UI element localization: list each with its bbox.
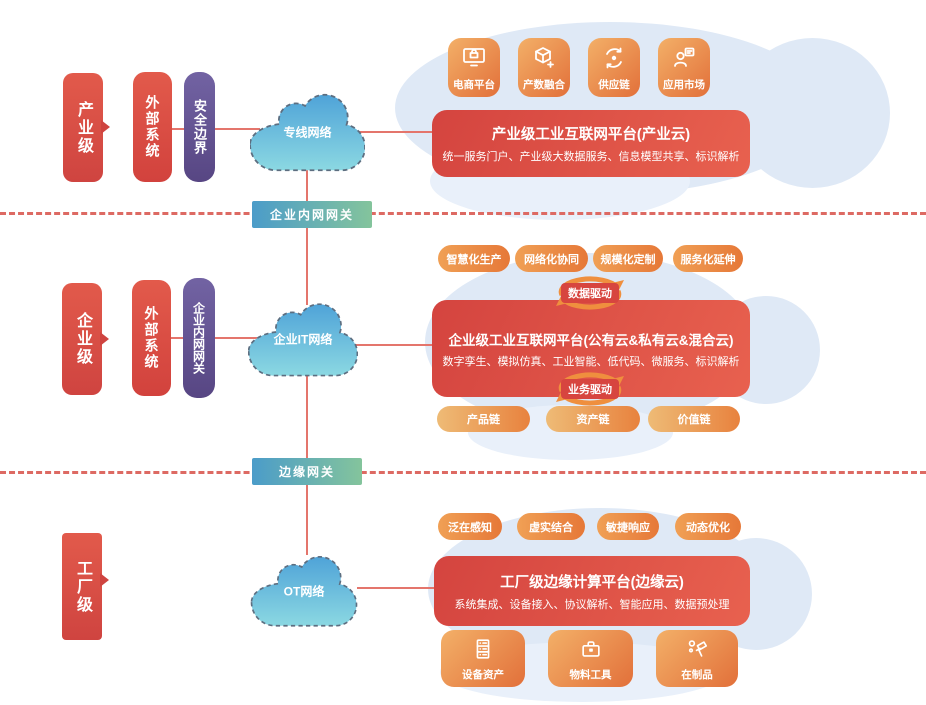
- connector-line: [306, 485, 308, 555]
- gateway-label: 企业内网网关: [269, 208, 354, 222]
- tile-label: 产数融合: [523, 79, 565, 91]
- level-label-text: 企业级: [74, 312, 91, 366]
- network-label: OT网络: [283, 584, 325, 599]
- tile-label: 物料工具: [569, 669, 612, 681]
- pill-label: 智慧化生产: [446, 253, 502, 266]
- edge-boundary-divider: [0, 471, 926, 474]
- connector-line: [352, 344, 432, 346]
- pill-product-chain: 产品链: [437, 406, 530, 432]
- platform-title: 产业级工业互联网平台(产业云): [491, 127, 691, 143]
- connector-line: [306, 170, 308, 203]
- pill-label: 虚实结合: [529, 521, 573, 534]
- pill-ubiquitous-sensing: 泛在感知: [438, 513, 502, 540]
- tile-ecommerce-platform: 电商平台: [448, 38, 500, 97]
- network-label: 企业IT网络: [273, 332, 333, 347]
- tile-label: 应用市场: [663, 79, 705, 91]
- connector-line: [172, 128, 186, 130]
- ot-network-cloud: OT网络: [248, 547, 360, 631]
- pill-service-extension: 服务化延伸: [673, 245, 743, 272]
- pill-label: 产品链: [467, 414, 500, 426]
- pill-label: 资产链: [576, 414, 610, 426]
- tile-label: 电商平台: [453, 79, 495, 91]
- pill-networked-collaboration: 网络化协同: [515, 245, 588, 272]
- pill-value-chain: 价值链: [648, 406, 740, 432]
- tile-label: 设备资产: [462, 669, 504, 681]
- platform-subtitle: 系统集成、设备接入、协议解析、智能应用、数据预处理: [454, 598, 730, 611]
- industry-external-system: 外部系统: [133, 72, 172, 182]
- pill-label: 网络化协同: [524, 253, 579, 266]
- external-system-label: 外部系统: [143, 306, 160, 370]
- work-in-progress-icon: [685, 630, 709, 667]
- tile-industry-data-fusion: 产数融合: [518, 38, 570, 97]
- level-pointer: [100, 332, 109, 346]
- edge-gateway: 边缘网关: [252, 458, 362, 485]
- tile-supply-chain: 供应链: [588, 38, 640, 97]
- level-pointer: [101, 120, 110, 134]
- tile-material-tools: 物料工具: [548, 630, 633, 687]
- external-system-label: 外部系统: [144, 95, 161, 159]
- app-market-icon: [671, 38, 697, 77]
- pill-asset-chain: 资产链: [546, 406, 640, 432]
- level-label-enterprise: 企业级: [62, 283, 102, 395]
- pill-label: 动态优化: [686, 521, 730, 534]
- pill-mass-customization: 规模化定制: [593, 245, 663, 272]
- tile-label: 供应链: [598, 79, 630, 91]
- level-pointer: [100, 573, 109, 587]
- tile-work-in-progress: 在制品: [656, 630, 738, 687]
- platform-subtitle: 统一服务门户、产业级大数据服务、信息模型共享、标识解析: [442, 151, 740, 163]
- data-driven-cycle: 数据驱动: [548, 270, 632, 316]
- platform-title: 工厂级边缘计算平台(边缘云): [500, 574, 684, 591]
- level-label-factory: 工厂级: [62, 533, 102, 640]
- tile-label: 在制品: [681, 669, 713, 681]
- ecommerce-platform-icon: [461, 38, 487, 77]
- connector-line: [215, 128, 260, 130]
- intranet-gateway: 企业内网网关: [252, 201, 372, 228]
- platform-title: 企业级工业互联网平台(公有云&私有云&混合云): [448, 332, 734, 348]
- pill-smart-production: 智慧化生产: [438, 245, 510, 272]
- connector-line: [357, 587, 434, 589]
- cloud-icon: [250, 93, 365, 172]
- pill-label: 规模化定制: [600, 253, 656, 266]
- data-driven-label: 数据驱动: [561, 283, 619, 303]
- backdrop-cloud: [735, 38, 890, 188]
- material-tools-icon: [579, 630, 603, 667]
- level-label-industry: 产业级: [63, 73, 103, 182]
- connector-line: [355, 131, 432, 133]
- intranet-gateway-pill-label: 企业内网网关: [191, 302, 206, 374]
- connector-line: [306, 376, 308, 460]
- intranet-boundary-divider: [0, 212, 926, 215]
- dedicated-line-network-cloud: 专线网络: [250, 84, 365, 176]
- gateway-label: 边缘网关: [278, 465, 335, 479]
- connector-line: [306, 227, 308, 305]
- industry-security-boundary: 安全边界: [184, 72, 215, 182]
- tile-app-market: 应用市场: [658, 38, 710, 97]
- pill-label: 敏捷响应: [606, 521, 650, 534]
- industry-platform-banner: 产业级工业互联网平台(产业云) 统一服务门户、产业级大数据服务、信息模型共享、标…: [432, 110, 750, 177]
- enterprise-intranet-gateway-pill: 企业内网网关: [183, 278, 215, 398]
- tile-device-assets: 设备资产: [441, 630, 525, 687]
- pill-label: 价值链: [677, 414, 711, 426]
- device-assets-icon: [471, 630, 495, 667]
- level-label-text: 工厂级: [74, 559, 91, 614]
- pill-dynamic-optimization: 动态优化: [675, 513, 741, 540]
- pill-label: 服务化延伸: [680, 253, 736, 266]
- level-label-text: 产业级: [75, 100, 92, 155]
- cloud-icon: [248, 303, 358, 377]
- platform-subtitle: 数字孪生、模拟仿真、工业智能、低代码、微服务、标识解析: [442, 355, 740, 368]
- security-boundary-label: 安全边界: [192, 99, 207, 155]
- business-driven-cycle: 业务驱动: [548, 366, 632, 412]
- pill-label: 泛在感知: [448, 521, 492, 534]
- enterprise-external-system: 外部系统: [132, 280, 171, 396]
- supply-chain-icon: [601, 38, 627, 77]
- connector-line: [215, 337, 257, 339]
- factory-platform-banner: 工厂级边缘计算平台(边缘云) 系统集成、设备接入、协议解析、智能应用、数据预处理: [434, 556, 750, 626]
- connector-line: [171, 337, 186, 339]
- enterprise-it-network-cloud: 企业IT网络: [248, 294, 358, 381]
- cloud-icon: [250, 556, 358, 627]
- industry-data-fusion-icon: [531, 38, 557, 77]
- business-driven-label: 业务驱动: [561, 379, 619, 399]
- network-label: 专线网络: [283, 125, 332, 140]
- pill-agile-response: 敏捷响应: [597, 513, 659, 540]
- pill-virtual-real-integration: 虚实结合: [517, 513, 585, 540]
